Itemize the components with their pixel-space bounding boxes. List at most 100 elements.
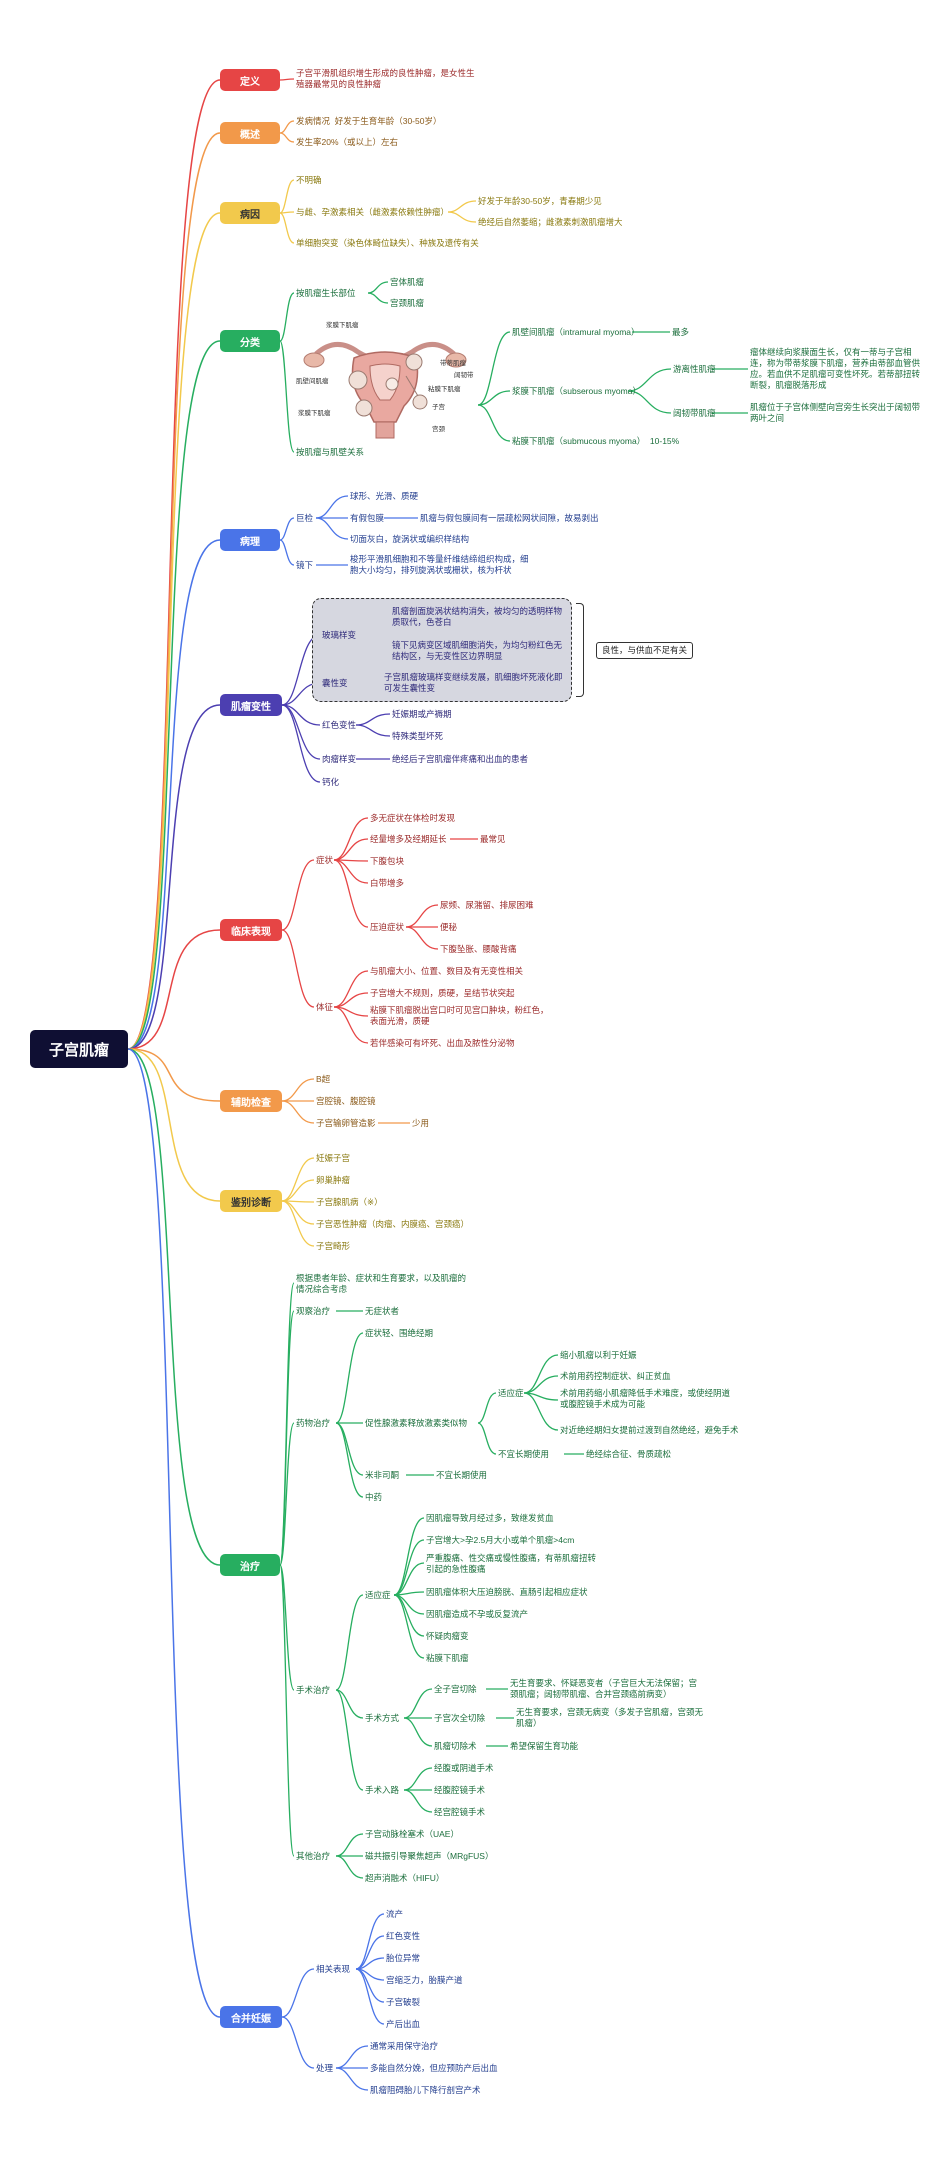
treatment-surgery-ind-item: 因肌瘤导致月经过多，致继发贫血 xyxy=(426,1513,554,1523)
edge xyxy=(335,1689,364,1791)
category-label: 病因 xyxy=(240,209,260,221)
treatment-method-item: 子宫次全切除 xyxy=(434,1713,486,1723)
diff-item: 妊娠子宫 xyxy=(316,1153,351,1163)
category-clinical[interactable]: 临床表现 xyxy=(220,919,282,941)
pregnancy-related-item: 产后出血 xyxy=(386,2019,421,2029)
category-label: 概述 xyxy=(240,129,260,141)
category-pathology[interactable]: 病理 xyxy=(220,529,280,551)
treatment-gnrh-limit-note: 绝经综合征、骨质疏松 xyxy=(586,1449,672,1459)
clinical-symptoms: 症状 xyxy=(316,855,334,865)
clinical-sign-item: 粘膜下肌瘤脱出宫口时可见宫口肿块，粉红色，表面光滑，质硬 xyxy=(370,1005,549,1026)
edge xyxy=(333,1006,369,1044)
edge xyxy=(279,292,295,342)
diagram-label: 浆膜下肌瘤 xyxy=(326,322,359,329)
edge xyxy=(281,1179,315,1202)
edge xyxy=(405,904,439,928)
treatment-gnrh-indication: 适应症 xyxy=(498,1388,524,1398)
treatment-method-note: 无生育要求，宫颈无病变（多发子宫肌瘤，宫颈无肌瘤） xyxy=(516,1707,704,1728)
definition-text-line2: 殖器最常见的良性肿瘤 xyxy=(296,79,382,89)
pregnancy-related-item: 胎位异常 xyxy=(386,1953,421,1963)
etiology-clonal: 单细胞突变（染色体畸位缺失）、种族及遗传有关 xyxy=(296,238,479,248)
edge xyxy=(355,1935,385,1970)
clinical-symptom-item: 压迫症状 xyxy=(370,922,405,932)
treatment-surgery-ind-item: 因肌瘤造成不孕或反复流产 xyxy=(426,1609,529,1619)
degeneration-group-box xyxy=(312,598,572,702)
edge xyxy=(315,517,349,540)
treatment-drug: 药物治疗 xyxy=(296,1418,331,1428)
edge xyxy=(403,1767,433,1791)
degeneration-red-item: 妊娠期或产褥期 xyxy=(392,709,452,719)
exam-item: B超 xyxy=(316,1074,331,1084)
edge xyxy=(477,404,511,442)
treatment-surgery-indication: 适应症 xyxy=(365,1590,391,1600)
root-edge xyxy=(127,1048,221,2018)
etiology-hormone: 与雌、孕激素相关（雌激素依赖性肿瘤） xyxy=(296,207,450,217)
category-degeneration[interactable]: 肌瘤变性 xyxy=(220,694,282,716)
pathology-micro-note: 梭形平滑肌细胞和不等量纤维结缔组织构成，细胞大小均匀，排列旋涡状或栅状，核为杆状 xyxy=(350,554,529,575)
edge xyxy=(279,1310,295,1566)
edge xyxy=(333,859,369,928)
treatment-approach: 手术入路 xyxy=(365,1785,400,1795)
category-overview[interactable]: 概述 xyxy=(220,122,280,144)
edge xyxy=(333,838,369,861)
category-label: 分类 xyxy=(240,337,260,349)
diagram-label: 阔韧带 xyxy=(454,372,474,379)
diagram-label: 粘膜下肌瘤 xyxy=(428,386,461,393)
category-treatment[interactable]: 治疗 xyxy=(220,1554,280,1576)
exam-item: 宫腔镜、腹腔镜 xyxy=(316,1096,376,1106)
clinical-sign-item: 子宫增大不规则，质硬，呈结节状突起 xyxy=(370,988,515,998)
degeneration-calcification: 钙化 xyxy=(322,777,340,787)
edge xyxy=(367,281,389,294)
treatment-method-item: 全子宫切除 xyxy=(434,1684,477,1694)
edge xyxy=(335,1833,364,1857)
category-classification[interactable]: 分类 xyxy=(220,330,280,352)
overview-item: 发病情况 好发于生育年龄（30-50岁） xyxy=(296,116,442,126)
definition-text-line1: 子宫平滑肌组织增生形成的良性肿瘤，是女性生 xyxy=(296,68,475,78)
exam-item: 子宫输卵管造影 xyxy=(316,1118,376,1128)
treatment-method: 手术方式 xyxy=(365,1713,400,1723)
category-definition[interactable]: 定义 xyxy=(220,69,280,91)
edge xyxy=(627,368,672,392)
clinical-symptom-item: 多无症状在体检时发现 xyxy=(370,813,456,823)
edge xyxy=(355,724,391,737)
edge xyxy=(355,713,391,726)
category-etiology[interactable]: 病因 xyxy=(220,202,280,224)
diagram-label: 浆膜下肌瘤 xyxy=(298,410,331,417)
treatment-method-note: 希望保留生育功能 xyxy=(510,1741,579,1751)
classification-by-relation: 按肌瘤与肌壁关系 xyxy=(296,447,365,457)
pathology-gross-item: 有假包膜 xyxy=(350,513,385,523)
edge xyxy=(447,211,477,223)
category-exam[interactable]: 辅助检查 xyxy=(220,1090,282,1112)
edge xyxy=(279,1564,295,1691)
edge xyxy=(281,859,315,931)
classification-submucous: 粘膜下肌瘤（submucous myoma） 10-15% xyxy=(512,436,680,446)
treatment-gnrh: 促性腺激素释放激素类似物 xyxy=(365,1418,468,1428)
pathology-capsule-note: 肌瘤与假包膜间有一层疏松网状间隙，故易剥出 xyxy=(420,513,599,523)
category-diff[interactable]: 鉴别诊断 xyxy=(220,1190,282,1212)
edge xyxy=(477,331,511,406)
pathology-micro: 镜下 xyxy=(296,560,314,570)
treatment-other-item: 磁共振引导聚焦超声（MRgFUS） xyxy=(365,1851,494,1861)
edge xyxy=(523,1392,559,1431)
etiology-hormone-sub: 好发于年龄30-50岁，青春期少见 xyxy=(478,196,602,206)
edge xyxy=(403,1717,433,1747)
pregnancy-management-item: 通常采用保守治疗 xyxy=(370,2041,439,2051)
diff-item: 子宫恶性肿瘤（肉瘤、内膜癌、宫颈癌） xyxy=(316,1219,470,1229)
edge xyxy=(627,390,672,414)
treatment-surgery: 手术治疗 xyxy=(296,1685,331,1695)
edge xyxy=(335,1422,364,1498)
root-edge xyxy=(127,1048,221,1566)
edge xyxy=(281,1200,315,1225)
category-pregnancy[interactable]: 合并妊娠 xyxy=(220,2006,282,2028)
edge xyxy=(281,1968,315,2018)
treatment-surgery-ind-item: 因肌瘤体积大压迫膀胱、直肠引起相应症状 xyxy=(426,1587,588,1597)
edge xyxy=(281,2016,315,2069)
treatment-other-item: 超声消融术（HIFU） xyxy=(365,1873,445,1883)
root-node[interactable]: 子宫肌瘤 xyxy=(30,1030,128,1068)
classification-by-site: 按肌瘤生长部位 xyxy=(296,288,356,298)
overview-item: 发生率20%（或以上）左右 xyxy=(296,137,399,147)
edge xyxy=(281,1100,315,1124)
pregnancy-related-item: 子宫破裂 xyxy=(386,1997,421,2007)
classification-subserous: 浆膜下肌瘤（subserous myoma） xyxy=(512,386,641,396)
edge xyxy=(279,1564,295,1857)
